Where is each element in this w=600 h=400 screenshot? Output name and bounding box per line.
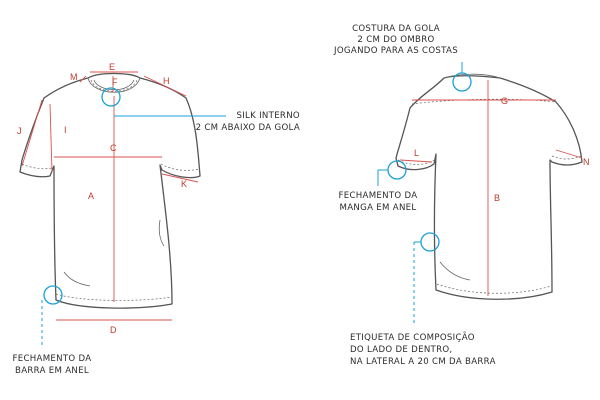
measure-label-i: I [64,125,67,135]
front-callouts [41,87,226,346]
measure-label-m: M [70,72,78,82]
measure-line-k [161,173,199,183]
callout-circle-barra [43,285,63,305]
front-outline [19,72,201,309]
measure-label-b: B [494,193,500,203]
measure-line-h [143,75,187,97]
measure-line-l [399,159,433,163]
back-measure-letters: G B L N [414,96,590,203]
callout-etiqueta-line-2: DO LADO DE DENTRO, [350,345,452,355]
measure-label-h: H [163,76,170,86]
callout-circle-silk [101,87,121,107]
front-tshirt [19,72,201,309]
back-hem-stitch [436,283,552,294]
front-sleeve-left-stitch [21,163,53,170]
measure-label-l: L [414,148,419,158]
measure-label-a: A [88,191,94,201]
callout-texts: COSTURA DA GOLA 2 CM DO OMBRO JOGANDO PA… [13,24,496,376]
callout-manga-line-2: MANGA EM ANEL [340,203,417,213]
callout-barra-line-2: BARRA EM ANEL [15,366,89,376]
back-yoke-stitch [411,98,557,105]
back-outline [395,75,583,300]
front-measurements [21,71,199,321]
callout-gola-line-1: COSTURA DA GOLA [352,24,440,34]
front-sleeve-right-stitch [160,163,200,171]
callout-etiqueta-line-3: NA LATERAL A 20 CM DA BARRA [350,357,496,367]
front-collar-stitch [90,79,138,92]
back-measurements [399,80,583,296]
callout-gola-line-3: JOGANDO PARA AS COSTAS [333,46,458,56]
measure-line-n [555,149,583,159]
callout-etiqueta-line-1: ETIQUETA DE COMPOSIÇÃO [350,332,475,343]
front-right-wrinkle [158,219,165,247]
callout-silk-line-2: 2 CM ABAIXO DA GOLA [196,123,300,133]
measure-line-j [21,99,43,167]
callout-circle-etiqueta [420,232,440,252]
back-callouts [377,62,472,324]
back-wrinkle [439,261,471,281]
measure-label-j: J [17,126,22,136]
front-left-wrinkle [63,271,91,287]
measure-label-e: E [109,62,115,72]
callout-gola-line-2: 2 CM DO OMBRO [357,35,434,45]
measure-line-i [49,103,53,173]
measure-label-f: F [112,77,118,87]
callout-silk-line-1: SILK INTERNO [236,111,300,121]
measure-label-k: K [181,179,187,189]
front-hem-stitch [55,293,173,301]
callout-manga-line-1: FECHAMENTO DA [339,191,418,201]
back-tshirt [395,73,583,300]
callout-barra-line-1: FECHAMENTO DA [13,354,92,364]
back-collar [443,73,501,79]
front-measure-letters: E F H M J I C A D K [17,62,187,335]
measure-label-d: D [110,325,117,335]
measure-label-c: C [110,143,117,153]
measure-label-n: N [583,157,590,167]
front-collar-outer [87,77,141,93]
measure-label-g: G [501,96,508,106]
measure-line-m [79,75,87,83]
